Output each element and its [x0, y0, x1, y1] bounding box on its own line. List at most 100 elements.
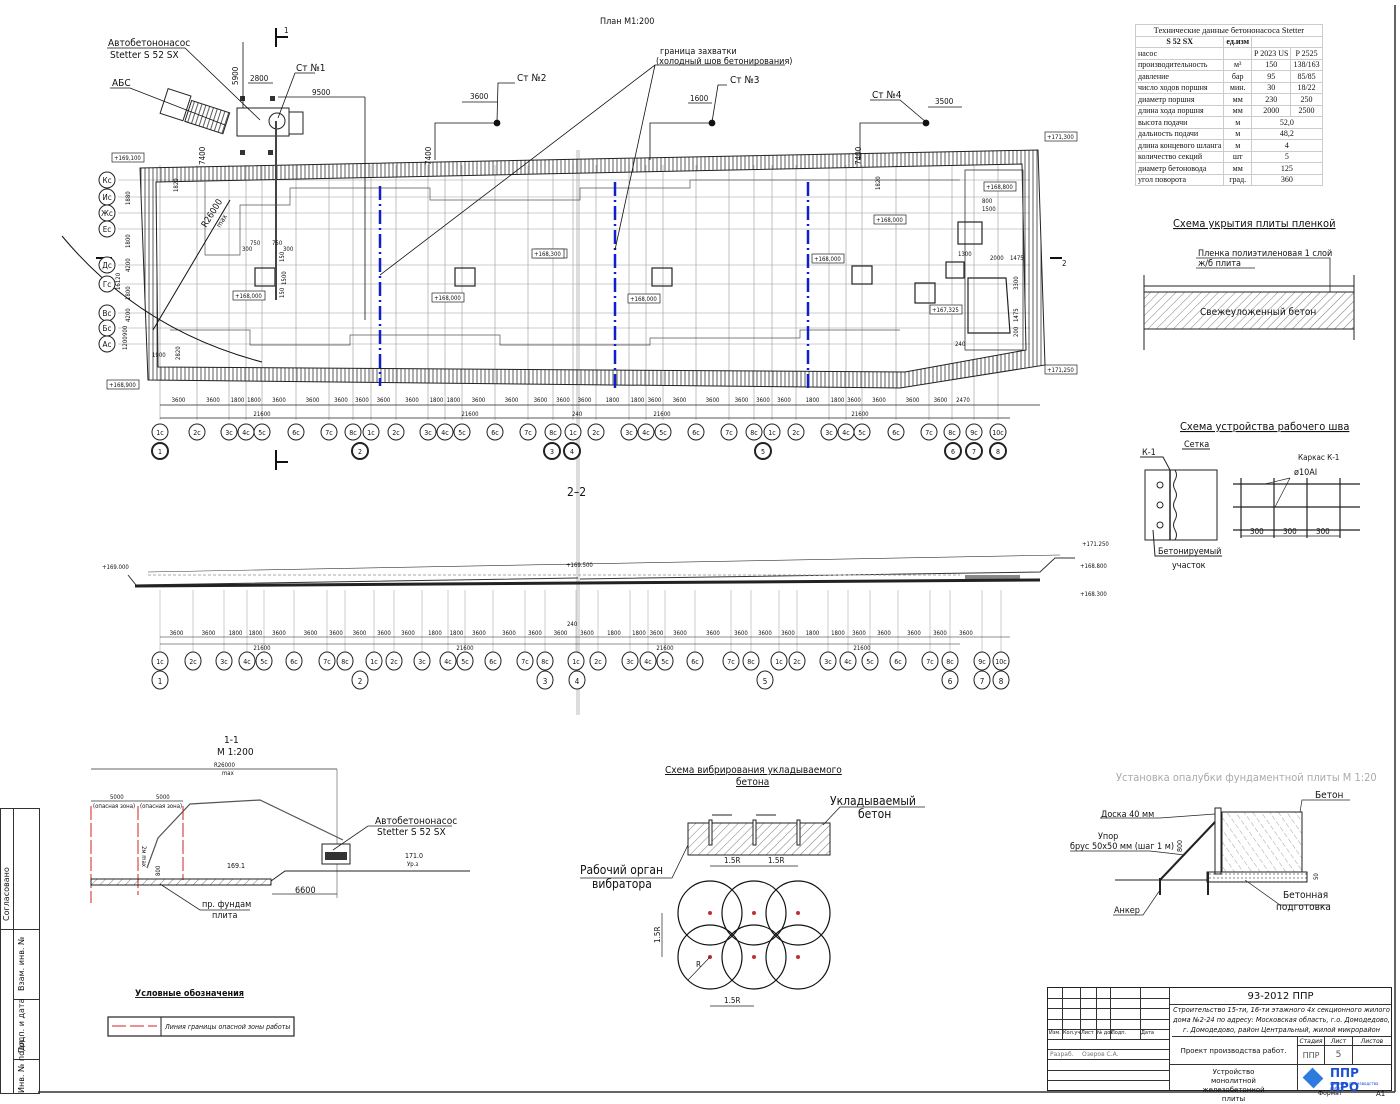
vibration-title: Схема вибрирования укладываемого	[665, 764, 842, 776]
col-axis-bubble	[941, 651, 959, 671]
main-axis-label: 1	[158, 677, 163, 686]
dim-label: 1800	[229, 630, 243, 637]
spec-cell-unit: м³	[1223, 58, 1253, 71]
grid-line	[1048, 1069, 1170, 1071]
column-pits	[254, 221, 1011, 334]
col-axis-label: 1с	[569, 429, 577, 437]
main-axis-label: 8	[999, 677, 1004, 686]
col-axis-label: 3с	[625, 429, 633, 437]
dim-label: 1800	[231, 397, 245, 404]
main-axis-bubble	[941, 670, 959, 690]
slab-label: пр. фундам	[202, 900, 251, 910]
inner-dim-label: 1900	[152, 352, 166, 359]
col-axis-bubble	[654, 423, 672, 441]
strut-spec-label: брус 50х50 мм (шаг 1 м)	[1070, 841, 1174, 852]
spec-cell-unit: град.	[1223, 173, 1253, 186]
inner-dim-label: 1500	[281, 271, 288, 285]
elevation-label: +168,000	[814, 256, 841, 263]
dim-label: 3600	[472, 397, 486, 404]
dim-label: 3600	[334, 397, 348, 404]
spec-cell-v1: 230	[1251, 93, 1292, 106]
dim-label: 1800	[430, 397, 444, 404]
elevation-box	[1044, 131, 1078, 142]
grid-line	[1096, 988, 1097, 1039]
col-axis-bubble	[620, 423, 638, 441]
col-axis-label: 3с	[825, 429, 833, 437]
dim-label: 3600	[578, 397, 592, 404]
height-label: 2м max	[140, 846, 147, 868]
pump-label: Автобетононасос	[375, 815, 457, 827]
dim-label: 1800	[806, 630, 820, 637]
elevation-box	[929, 304, 963, 315]
spec-cell-v2: 250	[1290, 93, 1323, 106]
col-axis-label: 6с	[292, 429, 300, 437]
mesh-label: Сетка	[1184, 440, 1209, 450]
col-axis-label: 1с	[367, 429, 375, 437]
sheet-label: Лист	[1325, 1037, 1353, 1046]
spec-cell-name: производительность	[1134, 58, 1225, 71]
main-axis-label: 3	[550, 448, 554, 456]
concrete-pump-icon	[159, 87, 304, 300]
dim-label: 3600	[580, 630, 594, 637]
plan-view: План М1:200	[61, 17, 1078, 470]
dim-label: 1800	[447, 397, 461, 404]
main-axis-label: 3	[543, 677, 548, 686]
elevation-box	[627, 293, 661, 304]
col-axis-bubble	[385, 651, 403, 671]
spec-cell-name: количество секций	[1134, 150, 1225, 163]
col-axis-bubble	[436, 423, 454, 441]
col-axis-label: 3с	[220, 658, 228, 666]
col-axis-label: 2с	[390, 658, 398, 666]
col-axis-label: 1с	[156, 429, 164, 437]
col-axis-bubble	[989, 423, 1007, 441]
col-axis-label: 4с	[844, 658, 852, 666]
col-axis-bubble	[188, 423, 206, 441]
main-axis-bubble	[756, 670, 774, 690]
col-axis-bubble	[921, 651, 939, 671]
col-axis-label: 5с	[260, 658, 268, 666]
dim-label: 1800	[607, 630, 621, 637]
col-axis-bubble	[519, 423, 537, 441]
col-axis-label: 3с	[424, 429, 432, 437]
spec-cell-name: высота подачи	[1134, 116, 1225, 129]
spec-cell-unit: бар	[1223, 70, 1253, 83]
col-axis-label: 7с	[323, 658, 331, 666]
elevation-box	[531, 248, 565, 259]
dim-label: 3600	[777, 397, 791, 404]
spec-cell-name: число ходов поршня	[1134, 81, 1225, 94]
col-axis-label: 4с	[642, 429, 650, 437]
row-axis-bubble	[98, 335, 116, 353]
project-name: Проект производства работ.	[1170, 1037, 1298, 1065]
pump-label: Автобетононасос	[108, 37, 190, 49]
legend: Условные обозначения Линия границы опасн…	[107, 988, 295, 1037]
col-axis-label: 1с	[768, 429, 776, 437]
col-axis-bubble	[587, 423, 605, 441]
col-axis-bubble	[973, 651, 991, 671]
joint-dim-label: 240	[572, 411, 583, 418]
capture-boundary-label: граница захватки	[660, 47, 737, 57]
dim-label: 3600	[735, 397, 749, 404]
spec-cell-name: угол поворота	[1134, 173, 1225, 186]
col-axis-label: 1с	[572, 658, 580, 666]
dim-label: 1800	[247, 397, 261, 404]
zone-2-label: (опасная зона)	[140, 803, 182, 810]
inner-dim-label: 1300	[958, 251, 972, 258]
col-axis-label: 5с	[461, 658, 469, 666]
logo-subtitle: проекты производства работ	[1330, 1081, 1379, 1091]
dim-7400: 7400	[424, 146, 433, 165]
dim-label: 3600	[206, 397, 220, 404]
dim-label: 3600	[847, 397, 861, 404]
legend-title: Условные обозначения	[135, 988, 244, 999]
inner-dim-label: 4200	[125, 308, 132, 322]
col-axis-label: 6с	[290, 658, 298, 666]
dim-label: 3600	[554, 630, 568, 637]
spec-cell-v2: P 2525	[1290, 47, 1323, 60]
col-axis-bubble	[486, 423, 504, 441]
vibrator-label: Рабочий орган	[580, 863, 663, 877]
spacing-1-5r: 1.5R	[653, 927, 662, 943]
